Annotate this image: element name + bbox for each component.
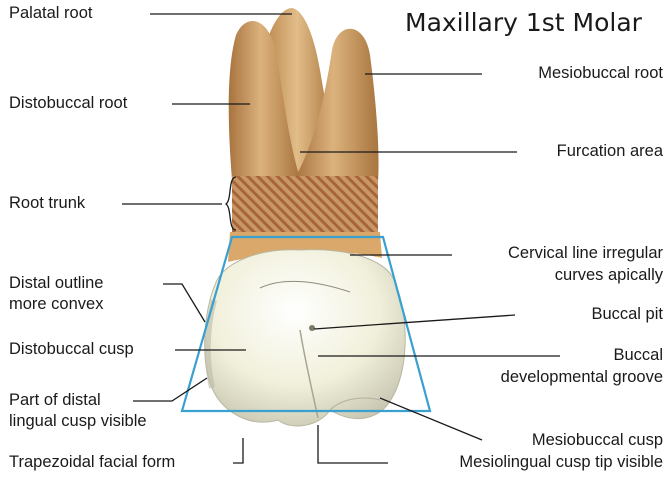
- leader-distal-outline: [163, 284, 205, 322]
- label-trapezoidal: Trapezoidal facial form: [9, 453, 175, 472]
- label-root-trunk: Root trunk: [9, 194, 85, 213]
- crown: [205, 250, 406, 426]
- label-cervical-2: curves apically: [555, 266, 663, 285]
- label-distobuccal-root: Distobuccal root: [9, 94, 127, 113]
- diagram-title: Maxillary 1st Molar: [405, 8, 642, 37]
- label-distal-outline-1: Distal outline: [9, 274, 103, 293]
- label-mesiobuccal-cusp: Mesiobuccal cusp: [532, 431, 663, 450]
- leader-trapezoidal: [233, 438, 243, 463]
- label-part-distal-2: lingual cusp visible: [9, 412, 147, 431]
- label-buccal-pit: Buccal pit: [591, 305, 663, 324]
- label-mesiolingual-cusp: Mesiolingual cusp tip visible: [459, 453, 663, 472]
- leader-mesiobuccal-cusp: [380, 398, 482, 440]
- leader-mesiolingual: [318, 425, 388, 463]
- label-distobuccal-cusp: Distobuccal cusp: [9, 340, 134, 359]
- label-buccal-groove-2: developmental groove: [501, 368, 663, 387]
- label-furcation-area: Furcation area: [557, 142, 663, 161]
- label-mesiobuccal-root: Mesiobuccal root: [538, 64, 663, 83]
- buccal-pit-dot: [309, 325, 315, 331]
- label-buccal-groove-1: Buccal: [613, 346, 663, 365]
- leader-part-distal: [133, 378, 207, 401]
- label-distal-outline-2: more convex: [9, 295, 103, 314]
- label-cervical-1: Cervical line irregular: [508, 244, 663, 263]
- label-part-distal-1: Part of distal: [9, 391, 101, 410]
- label-palatal-root: Palatal root: [9, 4, 92, 23]
- root-trunk: [232, 176, 378, 232]
